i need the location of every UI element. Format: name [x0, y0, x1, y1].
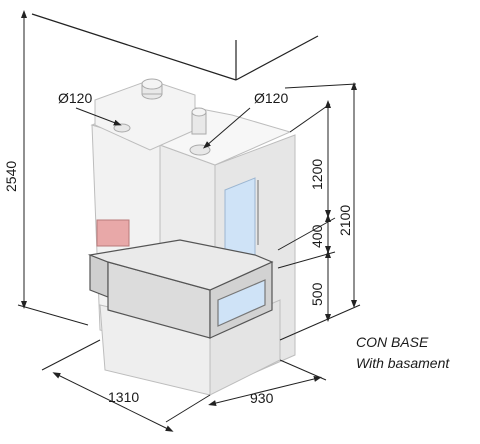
dim-right-group — [277, 82, 361, 341]
chimney-left — [113, 78, 163, 133]
dim-bottom-group — [41, 339, 327, 432]
diameter-right-label: Ø120 — [254, 90, 288, 106]
caption-line1: CON BASE — [356, 334, 429, 350]
mid-height-label: 400 — [309, 224, 325, 248]
caption-line2: With basament — [356, 355, 450, 371]
overall-height-label: 2100 — [337, 205, 353, 236]
diameter-left-label: Ø120 — [58, 90, 92, 106]
upper-height-label: 1200 — [309, 159, 325, 190]
width-label: 1310 — [108, 389, 139, 405]
chimney-right — [189, 107, 211, 156]
red-panel — [96, 219, 130, 247]
diameter-left-leader — [75, 107, 122, 126]
depth-label: 930 — [250, 390, 274, 406]
diameter-right-leader — [202, 107, 251, 149]
total-height-label: 2540 — [3, 161, 19, 192]
base-height-label: 500 — [309, 282, 325, 306]
room-outline — [31, 13, 319, 81]
dim-total-height — [17, 10, 89, 326]
base-band — [87, 239, 274, 339]
